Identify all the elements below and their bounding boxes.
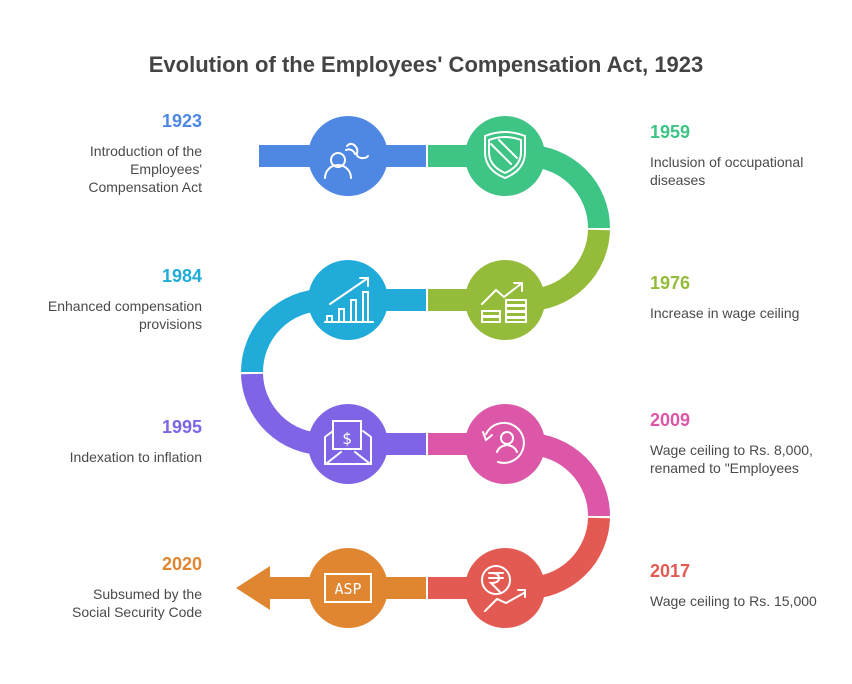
asp-label: ASP (334, 580, 361, 598)
person-path-icon (308, 116, 388, 196)
event-year: 2020 (161, 554, 202, 574)
coins-growth-icon (465, 260, 545, 340)
event-1995: 1995 Indexation to inflation (12, 417, 202, 466)
event-description: Increase in wage ceiling (650, 305, 800, 321)
event-2020: 2020 Subsumed by the Social Security Cod… (12, 554, 202, 621)
event-year: 1923 (161, 111, 202, 131)
asp-badge-icon (308, 548, 388, 628)
event-description: Enhanced compensation provisions (47, 298, 202, 332)
rupee-growth-icon (465, 548, 545, 628)
event-description: Inclusion of occupational diseases (650, 154, 804, 188)
arrow-head (236, 566, 270, 610)
event-1976: 1976 Increase in wage ceiling (650, 273, 840, 322)
event-year: 1959 (650, 122, 691, 142)
user-refresh-icon (465, 404, 545, 484)
event-year: 1984 (161, 266, 202, 286)
money-envelope-icon: $ (308, 404, 388, 484)
event-1923: 1923 Introduction of the Employees' Comp… (12, 111, 202, 196)
bar-chart-growth-icon (308, 260, 388, 340)
event-description: Subsumed by the Social Security Code (72, 586, 202, 620)
event-1984: 1984 Enhanced compensation provisions (12, 266, 202, 333)
event-description: Indexation to inflation (69, 449, 202, 465)
event-year: 2009 (650, 410, 691, 430)
event-2009: 2009 Wage ceiling to Rs. 8,000, renamed … (650, 410, 840, 477)
shield-icon (465, 116, 545, 196)
event-year: 2017 (650, 561, 691, 581)
diagram-title: Evolution of the Employees' Compensation… (148, 52, 704, 77)
event-2017: 2017 Wage ceiling to Rs. 15,000 (650, 561, 840, 610)
event-year: 1976 (650, 273, 691, 293)
svg-text:$: $ (342, 429, 352, 448)
event-description: Wage ceiling to Rs. 8,000, renamed to "E… (650, 442, 813, 476)
event-description: Introduction of the Employees' Compensat… (88, 143, 202, 195)
event-1959: 1959 Inclusion of occupational diseases (650, 122, 840, 189)
event-year: 1995 (161, 417, 202, 437)
event-description: Wage ceiling to Rs. 15,000 (650, 593, 817, 609)
